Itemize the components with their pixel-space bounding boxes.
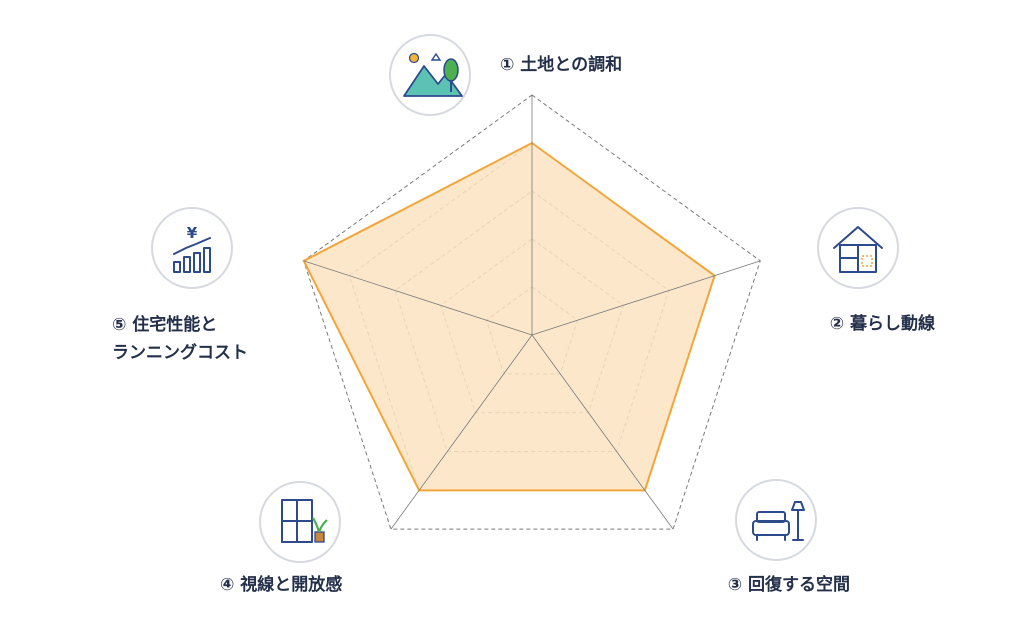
sofa-lamp-icon [752,501,805,541]
axis-1-icon-group [389,34,471,116]
axis-label-2: ② 暮らし動線 [830,313,935,334]
axis-5-icon-group: ¥ [151,207,233,289]
axis-3-icon-group [735,479,817,561]
axis-4-icon-group [259,481,341,563]
axis-label-1: ① 土地との調和 [500,54,622,75]
axis-label-5: ⑤ 住宅性能と [112,314,217,335]
axis-spoke-3 [531,334,674,530]
radar-series [302,95,761,530]
series-area [302,141,716,492]
yen-chart-icon-circle [151,207,233,289]
axis-label-3: ③ 回復する空間 [728,574,850,595]
house-icon [833,226,883,273]
axis-label-5-line-2: ランニングコスト [112,342,248,363]
landscape-icon [403,52,463,97]
axis-spoke-5 [303,260,533,336]
axis-2-icon-group [817,207,899,289]
window-plant-icon [281,499,328,543]
svg-text:¥: ¥ [187,224,198,242]
axis-label-4: ④ 視線と開放感 [220,574,342,595]
yen-chart-icon: ¥ [173,224,211,273]
axis-spoke-2 [531,260,761,336]
axis-spoke-4 [390,334,533,530]
